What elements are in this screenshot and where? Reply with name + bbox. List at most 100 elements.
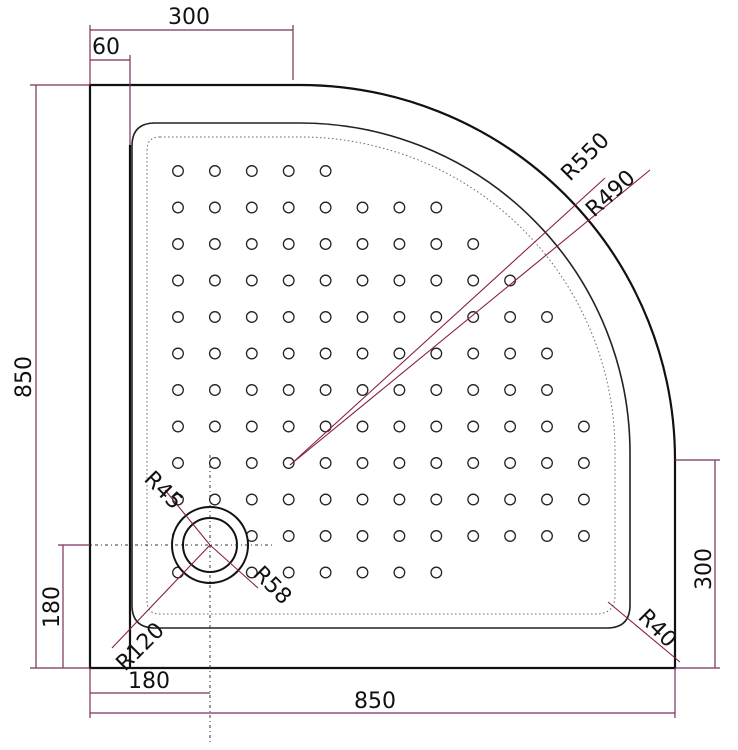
- drain-hole: [208, 165, 221, 177]
- drain-hole: [319, 384, 332, 396]
- drain-hole: [319, 201, 332, 214]
- drain-hole: [319, 238, 332, 250]
- drain-hole: [245, 165, 258, 177]
- drain-hole: [172, 274, 184, 287]
- drain-hole: [208, 420, 221, 433]
- drain-hole: [208, 457, 221, 469]
- drain-hole: [393, 493, 406, 506]
- drain-hole: [430, 493, 443, 506]
- drain-hole: [245, 274, 258, 287]
- drain-hole: [319, 566, 332, 579]
- drain-hole: [504, 530, 517, 542]
- drain-hole: [356, 384, 369, 396]
- r550-label: R550: [557, 128, 615, 186]
- drain-hole: [282, 420, 295, 433]
- drain-hole: [577, 493, 590, 506]
- drain-hole: [430, 566, 443, 579]
- drain-hole: [541, 311, 553, 323]
- drain-hole: [208, 384, 221, 396]
- drain-hole: [504, 311, 517, 323]
- dim-left-850-label: 850: [12, 356, 37, 398]
- drain-hole: [430, 274, 443, 287]
- r40-label: R40: [633, 605, 681, 653]
- drain-hole: [430, 530, 443, 542]
- drain-hole: [172, 347, 184, 360]
- dim-left-180-label: 180: [40, 586, 65, 628]
- drain-hole: [172, 311, 184, 323]
- drain-hole: [541, 457, 553, 469]
- drain-hole: [430, 457, 443, 469]
- drain-hole: [504, 493, 517, 506]
- drain-hole: [430, 311, 443, 323]
- drain-hole: [282, 530, 295, 542]
- drain-hole: [467, 347, 480, 360]
- drain-hole: [393, 457, 406, 469]
- drain-hole: [467, 493, 480, 506]
- drain-hole: [245, 566, 258, 579]
- drain-hole: [393, 238, 406, 250]
- drain-hole: [245, 201, 258, 214]
- drain-hole: [356, 457, 369, 469]
- drain-hole: [541, 347, 553, 360]
- drain-hole: [541, 384, 553, 396]
- dim-top-60-label: 60: [92, 35, 120, 60]
- r58-leader: [209, 544, 259, 589]
- drain-hole: [172, 384, 184, 396]
- drain-hole: [282, 165, 295, 177]
- drain-hole: [393, 384, 406, 396]
- drain-hole: [208, 238, 221, 250]
- drain-hole: [467, 457, 480, 469]
- drain-hole: [504, 347, 517, 360]
- r490-leader: [289, 169, 651, 466]
- dim-bottom-850-label: 850: [354, 689, 396, 714]
- drain-hole: [393, 274, 406, 287]
- drain-hole: [319, 493, 332, 506]
- drain-hole: [356, 493, 369, 506]
- drain-hole: [172, 165, 184, 177]
- drain-hole: [467, 238, 480, 250]
- drain-hole: [504, 384, 517, 396]
- drain-hole: [430, 201, 443, 214]
- drain-hole: [356, 201, 369, 214]
- drain-hole: [319, 311, 332, 323]
- drain-hole: [172, 457, 184, 469]
- drain-hole: [245, 311, 258, 323]
- drain-hole: [282, 311, 295, 323]
- drain-hole: [172, 238, 184, 250]
- drain-hole: [577, 530, 590, 542]
- r40-leader: [607, 601, 681, 663]
- drain-hole: [245, 384, 258, 396]
- drain-hole: [172, 201, 184, 214]
- drain-hole: [430, 347, 443, 360]
- drain-hole: [282, 201, 295, 214]
- drain-hole: [467, 530, 480, 542]
- drain-hole: [356, 238, 369, 250]
- r550-leader: [289, 177, 606, 466]
- drain-hole: [245, 420, 258, 433]
- drain-hole: [282, 493, 295, 506]
- drain-hole: [393, 347, 406, 360]
- drain-hole: [319, 530, 332, 542]
- drain-hole: [319, 165, 332, 177]
- dim-top-300-label: 300: [168, 5, 210, 30]
- drain-hole: [282, 238, 295, 250]
- drain-hole: [208, 347, 221, 360]
- drain-hole: [467, 274, 480, 287]
- drain-hole: [172, 420, 184, 433]
- drain-hole: [282, 384, 295, 396]
- drain-hole: [577, 420, 590, 433]
- drain-hole: [504, 457, 517, 469]
- drain-hole: [467, 384, 480, 396]
- drain-hole: [282, 566, 295, 579]
- dim-right-300-label: 300: [692, 548, 717, 590]
- dim-bottom-180-label: 180: [128, 669, 170, 694]
- drain-hole: [319, 274, 332, 287]
- drain-hole: [356, 530, 369, 542]
- drain-hole: [467, 311, 480, 323]
- drain-hole: [356, 347, 369, 360]
- drain-hole: [208, 274, 221, 287]
- drain-hole: [356, 274, 369, 287]
- drain-hole: [282, 347, 295, 360]
- drain-hole: [577, 457, 590, 469]
- drain-hole: [467, 420, 480, 433]
